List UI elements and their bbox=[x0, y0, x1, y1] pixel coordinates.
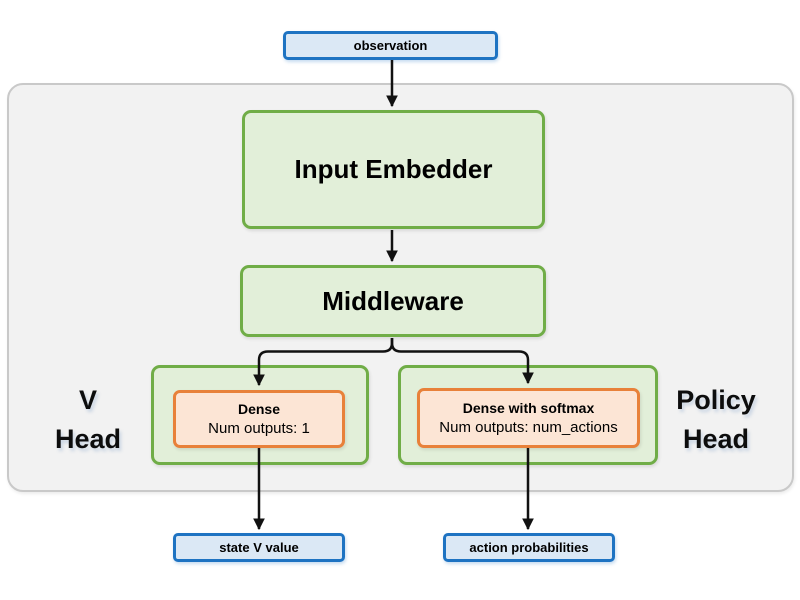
v-head-label: V Head bbox=[30, 381, 146, 459]
policy-head-label-line2: Head bbox=[682, 424, 750, 454]
v-head-label-line2: Head bbox=[54, 424, 122, 454]
policy-head-label: Policy Head bbox=[658, 381, 774, 459]
v-dense-subtitle: Num outputs: 1 bbox=[208, 420, 310, 437]
policy-dense-title: Dense with softmax bbox=[462, 400, 595, 416]
observation-node: observation bbox=[283, 31, 498, 60]
policy-dense-node: Dense with softmax Num outputs: num_acti… bbox=[417, 388, 640, 448]
middleware-node: Middleware bbox=[240, 265, 546, 337]
action-probabilities-node: action probabilities bbox=[443, 533, 615, 562]
v-dense-title: Dense bbox=[237, 401, 281, 417]
policy-dense-subtitle: Num outputs: num_actions bbox=[439, 419, 618, 436]
policy-head-label-line1: Policy bbox=[676, 385, 756, 415]
v-dense-node: Dense Num outputs: 1 bbox=[173, 390, 345, 448]
state-v-value-node: state V value bbox=[173, 533, 345, 562]
input-embedder-node: Input Embedder bbox=[242, 110, 545, 229]
v-head-label-line1: V bbox=[78, 385, 97, 415]
